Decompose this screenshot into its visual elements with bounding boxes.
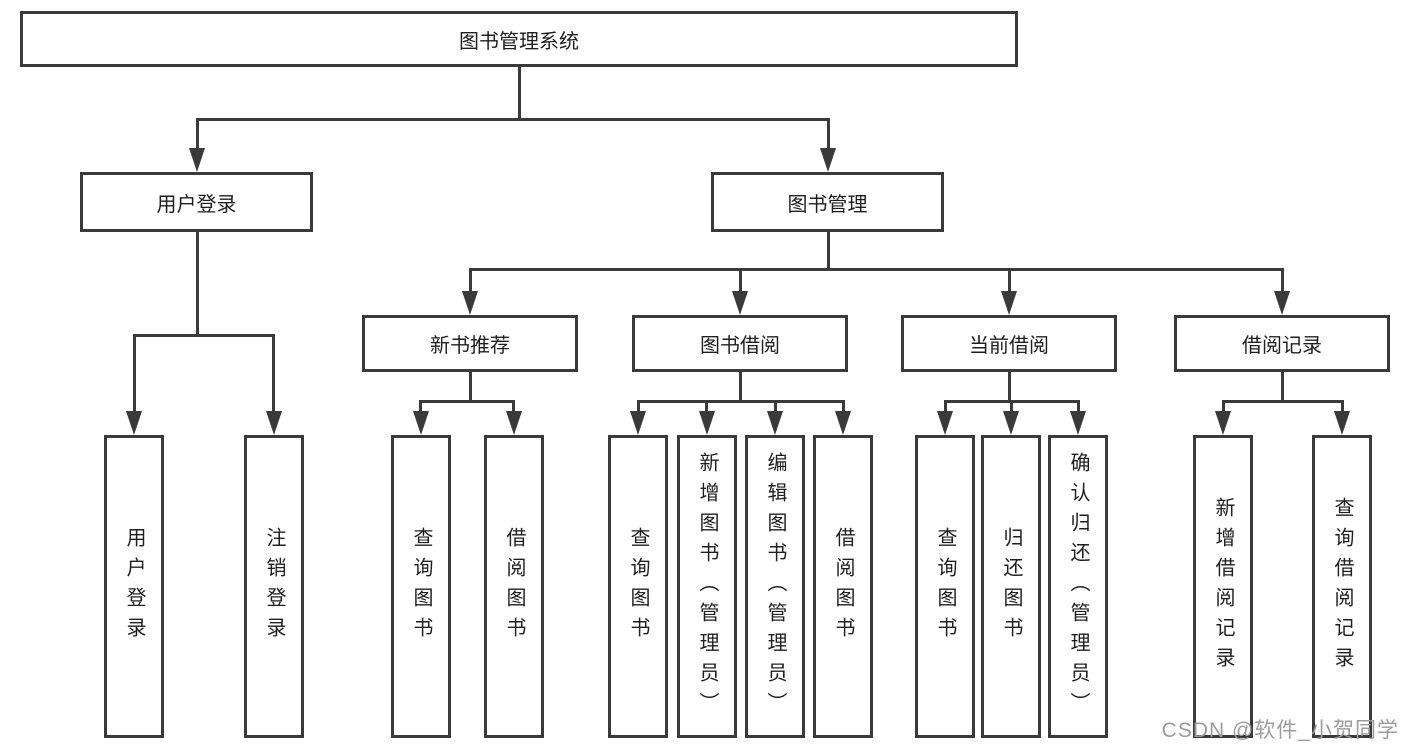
node-new-book-recommend: 新书推荐 — [362, 315, 578, 372]
node-book-borrow: 图书借阅 — [632, 315, 848, 372]
arrowhead-down-icon — [189, 148, 205, 172]
node-book-management: 图书管理 — [711, 172, 944, 232]
leaf-user-login-label: 用户登录 — [123, 526, 145, 647]
connector-line — [827, 118, 830, 152]
leaf-query-books-borrow-label: 查询图书 — [627, 526, 649, 647]
connector-line — [419, 400, 422, 414]
arrowhead-down-icon — [767, 411, 783, 435]
connector-line — [1222, 400, 1225, 414]
connector-line — [419, 400, 515, 403]
leaf-query-borrow-record: 查询借阅记录 — [1312, 435, 1372, 738]
leaf-add-borrow-record: 新增借阅记录 — [1193, 435, 1253, 738]
leaf-return-books: 归还图书 — [981, 435, 1041, 738]
node-user-login: 用户登录 — [80, 172, 313, 232]
connector-line — [1010, 400, 1013, 414]
arrowhead-down-icon — [506, 411, 522, 435]
leaf-return-books-label: 归还图书 — [1000, 526, 1022, 647]
arrowhead-down-icon — [1334, 411, 1350, 435]
node-book-management-label: 图书管理 — [787, 193, 868, 216]
leaf-query-books-current: 查询图书 — [915, 435, 975, 738]
node-book-system-label: 图书管理系统 — [459, 30, 579, 53]
arrowhead-down-icon — [699, 411, 715, 435]
arrowhead-down-icon — [732, 291, 748, 315]
node-book-borrow-label: 图书借阅 — [700, 335, 780, 357]
connector-line — [196, 118, 830, 121]
leaf-logout: 注销登录 — [244, 435, 304, 738]
connector-line — [1008, 372, 1011, 402]
connector-line — [469, 268, 1283, 271]
connector-line — [196, 118, 199, 152]
leaf-edit-books-admin-label: 编辑图书（管理员） — [764, 451, 786, 722]
leaf-confirm-return-admin: 确认归还（管理员） — [1048, 435, 1108, 738]
connector-line — [512, 400, 515, 414]
arrowhead-down-icon — [1215, 411, 1231, 435]
leaf-logout-label: 注销登录 — [263, 526, 285, 647]
node-borrow-records: 借阅记录 — [1174, 315, 1390, 372]
connector-line — [739, 372, 742, 402]
node-new-book-recommend-label: 新书推荐 — [430, 335, 510, 357]
node-borrow-records-label: 借阅记录 — [1242, 335, 1322, 357]
connector-line — [1077, 400, 1080, 414]
node-current-borrow-label: 当前借阅 — [969, 335, 1049, 357]
connector-line — [133, 334, 136, 413]
connector-line — [1008, 268, 1011, 293]
connector-line — [827, 232, 830, 270]
arrowhead-down-icon — [820, 148, 836, 172]
connector-line — [774, 400, 777, 414]
leaf-borrow-books-borrow: 借阅图书 — [813, 435, 873, 738]
connector-line — [1281, 372, 1284, 402]
connector-line — [739, 268, 742, 293]
arrowhead-down-icon — [413, 411, 429, 435]
leaf-query-books-newrec: 查询图书 — [391, 435, 451, 738]
arrowhead-down-icon — [1003, 411, 1019, 435]
node-user-login-label: 用户登录 — [156, 193, 237, 216]
arrowhead-down-icon — [835, 411, 851, 435]
leaf-user-login: 用户登录 — [104, 435, 164, 738]
arrowhead-down-icon — [462, 291, 478, 315]
leaf-borrow-books-newrec: 借阅图书 — [484, 435, 544, 738]
connector-line — [637, 400, 845, 403]
connector-line — [469, 268, 472, 293]
connector-line — [133, 334, 275, 337]
connector-line — [469, 372, 472, 402]
connector-line — [944, 400, 947, 414]
leaf-add-books-admin: 新增图书（管理员） — [677, 435, 737, 738]
connector-line — [1281, 268, 1284, 293]
connector-line — [705, 400, 708, 414]
leaf-add-books-admin-label: 新增图书（管理员） — [696, 451, 718, 722]
arrowhead-down-icon — [1274, 291, 1290, 315]
leaf-query-books-newrec-label: 查询图书 — [410, 526, 432, 647]
watermark-text: CSDN @软件_小贺同学 — [1161, 719, 1399, 742]
leaf-query-books-borrow: 查询图书 — [608, 435, 668, 738]
arrowhead-down-icon — [937, 411, 953, 435]
leaf-query-borrow-record-label: 查询借阅记录 — [1331, 496, 1353, 677]
connector-line — [842, 400, 845, 414]
connector-line — [1341, 400, 1344, 414]
leaf-borrow-books-newrec-label: 借阅图书 — [503, 526, 525, 647]
arrowhead-down-icon — [1001, 291, 1017, 315]
leaf-borrow-books-borrow-label: 借阅图书 — [832, 526, 854, 647]
connector-line — [272, 334, 275, 413]
leaf-add-borrow-record-label: 新增借阅记录 — [1212, 496, 1234, 677]
arrowhead-down-icon — [630, 411, 646, 435]
leaf-edit-books-admin: 编辑图书（管理员） — [745, 435, 805, 738]
arrowhead-down-icon — [126, 411, 142, 435]
leaf-query-books-current-label: 查询图书 — [934, 526, 956, 647]
arrowhead-down-icon — [266, 411, 282, 435]
node-current-borrow: 当前借阅 — [901, 315, 1117, 372]
leaf-confirm-return-admin-label: 确认归还（管理员） — [1067, 451, 1089, 722]
connector-line — [196, 232, 199, 336]
node-book-system: 图书管理系统 — [20, 11, 1018, 67]
connector-line — [518, 67, 521, 119]
arrowhead-down-icon — [1070, 411, 1086, 435]
connector-line — [1222, 400, 1344, 403]
connector-line — [637, 400, 640, 414]
